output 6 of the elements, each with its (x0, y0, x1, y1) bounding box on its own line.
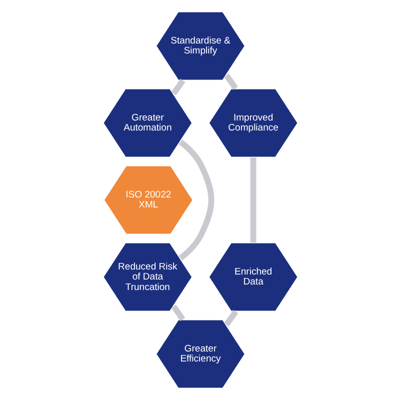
connector (250, 158, 256, 243)
connector (224, 310, 238, 326)
connector (170, 78, 185, 96)
connector (170, 304, 185, 322)
connector (178, 140, 214, 260)
connector (224, 74, 238, 90)
